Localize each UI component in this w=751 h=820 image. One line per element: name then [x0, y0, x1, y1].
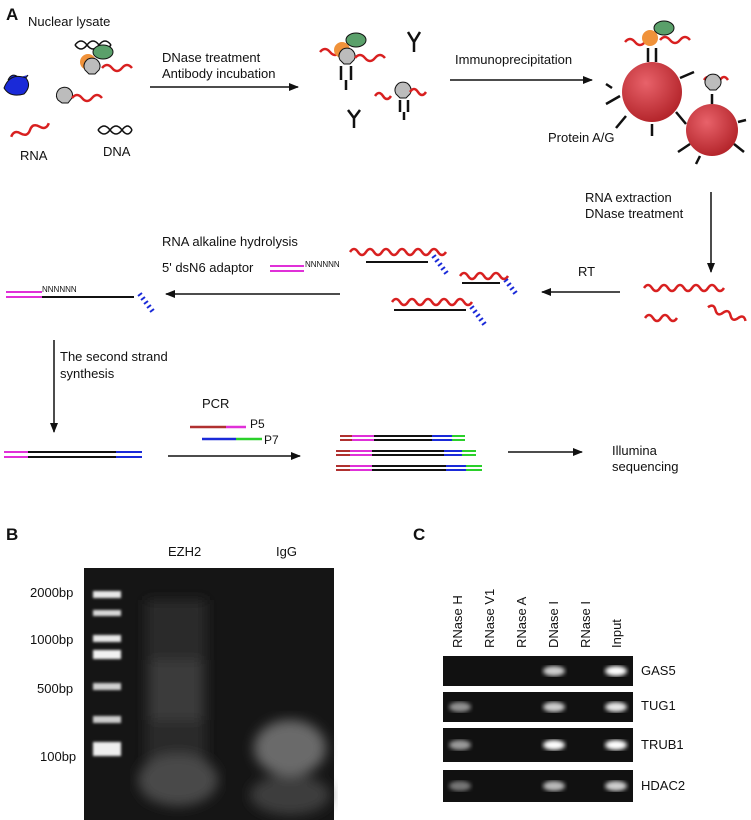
dna-label: DNA [103, 144, 131, 159]
igg-lane [250, 720, 330, 815]
ladder-band-100 [93, 742, 121, 756]
rnase-column-labels: RNase H RNase V1 RNase A DNase I RNase I… [450, 589, 624, 648]
ladder-band [93, 610, 121, 616]
gel-strip-trub1 [443, 728, 633, 762]
gel-band [605, 740, 627, 750]
rna-label: RNA [20, 148, 48, 163]
gel-band [605, 666, 627, 676]
ladder-band [93, 716, 121, 723]
step2-label: Immunoprecipitation [455, 52, 572, 67]
ladder-lane [93, 591, 121, 756]
double-strand-product [4, 451, 142, 458]
adaptor-label: 5' dsN6 adaptor [162, 260, 254, 275]
ladder-band-1000 [93, 635, 121, 642]
row-label-hdac2: HDAC2 [641, 778, 685, 793]
column-label-rnase-v1: RNase V1 [482, 589, 497, 648]
protein-grey-icon [83, 57, 101, 75]
marker-label-1000: 1000bp [30, 632, 73, 647]
antibody-icon [339, 66, 353, 90]
nuclear-lysate-label: Nuclear lysate [28, 14, 110, 29]
column-label-rnase-i: RNase I [578, 601, 593, 648]
step1-line1: DNase treatment [162, 50, 261, 65]
ladder-band [93, 650, 121, 659]
rt-label: RT [578, 264, 595, 279]
ladder-band-2000 [93, 591, 121, 598]
p5-label: P5 [250, 417, 265, 431]
illumina-line2: sequencing [612, 459, 679, 474]
gel-strip-gas5 [443, 656, 633, 686]
bead-large [622, 62, 682, 122]
gel-band [543, 702, 565, 712]
second-strand-line2: synthesis [60, 366, 115, 381]
column-label-input: Input [609, 619, 624, 648]
hydrolysis-label: RNA alkaline hydrolysis [162, 234, 298, 249]
antibody-complex-cartoon [319, 31, 428, 128]
gel-band [605, 781, 627, 791]
gel-strip-hdac2 [443, 770, 633, 802]
illumina-line1: Illumina [612, 443, 658, 458]
gel-band [543, 740, 565, 750]
protein-ag-label: Protein A/G [548, 130, 614, 145]
pcr-label: PCR [202, 396, 229, 411]
gel-band [543, 781, 565, 791]
protein-green-icon [92, 44, 114, 60]
extracted-rna [642, 283, 747, 323]
marker-label-500: 500bp [37, 681, 73, 696]
gel-lane-label-igg: IgG [276, 544, 297, 559]
dna-helix-2-icon [97, 125, 133, 135]
ezh2-lane [138, 600, 218, 806]
step1-line2: Antibody incubation [162, 66, 275, 81]
rna-strand-icon [101, 63, 133, 73]
ligation-product [6, 291, 155, 313]
gel-band [605, 702, 627, 712]
gel-strip-tug1 [443, 692, 633, 722]
bead-small [686, 104, 738, 156]
marker-label-2000: 2000bp [30, 585, 73, 600]
gel-band [449, 740, 471, 750]
column-label-dnase-i: DNase I [546, 601, 561, 648]
protein-blue-icon [3, 75, 30, 96]
protein-ag-beads [605, 20, 747, 165]
row-label-tug1: TUG1 [641, 698, 676, 713]
step3-line1: RNA extraction [585, 190, 672, 205]
row-label-trub1: TRUB1 [641, 737, 684, 752]
rt-products [348, 247, 518, 326]
ladder-band-500 [93, 683, 121, 690]
agarose-gel [84, 568, 334, 820]
marker-label-100: 100bp [40, 749, 76, 764]
p7-label: P7 [264, 433, 279, 447]
panel-b-letter: B [6, 525, 18, 544]
gel-band [543, 666, 565, 676]
pcr-products [336, 435, 482, 471]
column-label-rnase-a: RNase A [514, 596, 529, 648]
panel-c-letter: C [413, 525, 425, 544]
gel-lane-label-ezh2: EZH2 [168, 544, 201, 559]
ligation-nnnnnn: NNNNNN [42, 285, 77, 294]
second-strand-line1: The second strand [60, 349, 168, 364]
panel-a-letter: A [6, 5, 18, 24]
gel-band [449, 702, 471, 712]
dna-helix-icon [74, 40, 112, 50]
gel-band [449, 781, 471, 791]
igg-smear [254, 720, 326, 776]
step3-line2: DNase treatment [585, 206, 684, 221]
rip-gel-strips [443, 656, 633, 802]
row-label-gas5: GAS5 [641, 663, 676, 678]
column-label-rnase-h: RNase H [450, 595, 465, 648]
lysate-cartoon [3, 40, 133, 138]
adaptor-nnnnnn: NNNNNN [305, 260, 340, 269]
